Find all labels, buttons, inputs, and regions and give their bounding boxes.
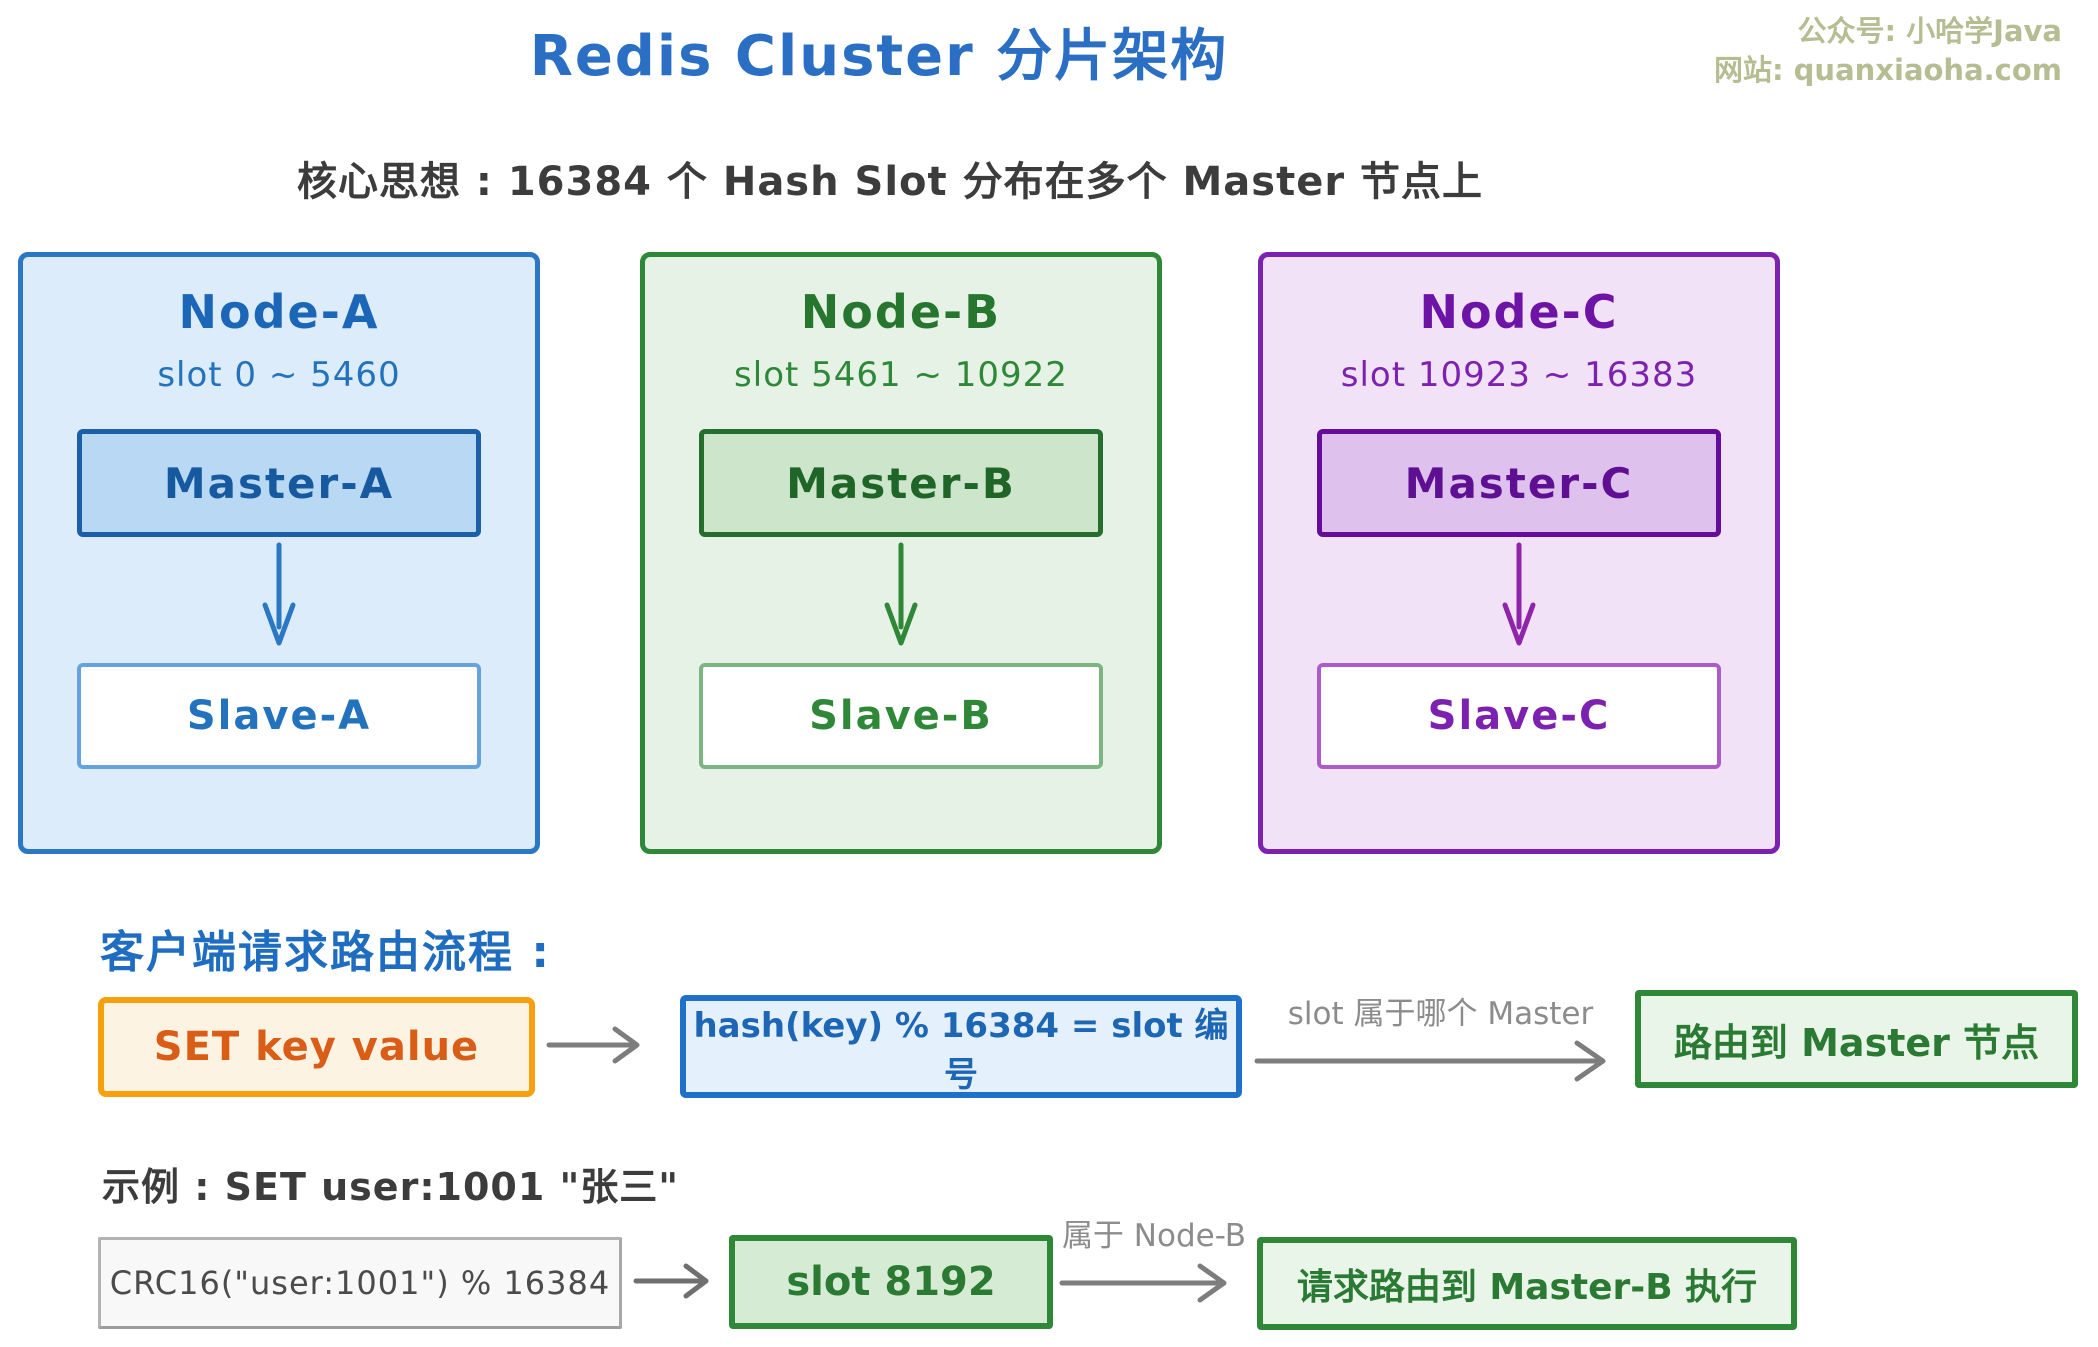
arrow-label: 属于 Node-B — [1061, 1218, 1247, 1254]
subtitle: 核心思想 : 16384 个 Hash Slot 分布在多个 Master 节点… — [296, 159, 1484, 205]
node-a-box: Node-A slot 0 ~ 5460 Master-A Slave-A — [18, 252, 540, 854]
hash-formula-box: hash(key) % 16384 = slot 编号 — [680, 995, 1242, 1098]
slot-owner-arrow: slot 属于哪个 Master — [1253, 988, 1628, 1085]
route-to-master-b-box: 请求路由到 Master-B 执行 — [1257, 1237, 1797, 1330]
node-title: Node-C — [1419, 285, 1619, 339]
watermark-line-2: 网站: quanxiaoha.com — [1713, 53, 2062, 87]
node-title: Node-A — [178, 285, 380, 339]
node-c-box: Node-C slot 10923 ~ 16383 Master-C Slave… — [1258, 252, 1780, 854]
set-command-box: SET key value — [98, 997, 535, 1097]
master-box: Master-B — [699, 429, 1103, 537]
arrow-label: slot 属于哪个 Master — [1287, 996, 1594, 1032]
node-slot-range: slot 10923 ~ 16383 — [1340, 355, 1698, 395]
arrow-right-icon — [633, 1263, 709, 1299]
example-heading: 示例 : SET user:1001 "张三" — [102, 1165, 680, 1209]
node-title: Node-B — [800, 285, 1002, 339]
watermark-line-1: 公众号: 小哈学Java — [1797, 14, 2062, 48]
arrow-down-icon — [262, 542, 296, 646]
belongs-to-node-b-arrow: 属于 Node-B — [1056, 1210, 1252, 1307]
node-slot-range: slot 5461 ~ 10922 — [734, 355, 1068, 395]
arrow-down-icon — [1502, 542, 1536, 646]
slave-box: Slave-B — [699, 663, 1103, 769]
crc16-box: CRC16("user:1001") % 16384 — [98, 1237, 622, 1329]
routing-flow-heading: 客户端请求路由流程 : — [100, 927, 551, 978]
master-box: Master-A — [77, 429, 481, 537]
arrow-right-icon — [546, 1026, 640, 1064]
arrow-down-icon — [884, 542, 918, 646]
slot-8192-box: slot 8192 — [729, 1235, 1053, 1329]
arrow-right-icon — [1059, 1263, 1227, 1303]
slave-box: Slave-A — [77, 663, 481, 769]
node-b-box: Node-B slot 5461 ~ 10922 Master-B Slave-… — [640, 252, 1162, 854]
watermark: 公众号: 小哈学Java 网站: quanxiaoha.com — [1714, 12, 2062, 90]
node-slot-range: slot 0 ~ 5460 — [157, 355, 401, 395]
master-box: Master-C — [1317, 429, 1721, 537]
slave-box: Slave-C — [1317, 663, 1721, 769]
route-to-master-box: 路由到 Master 节点 — [1635, 990, 2078, 1088]
page-title: Redis Cluster 分片架构 — [529, 23, 1229, 89]
arrow-right-icon — [1254, 1040, 1606, 1082]
